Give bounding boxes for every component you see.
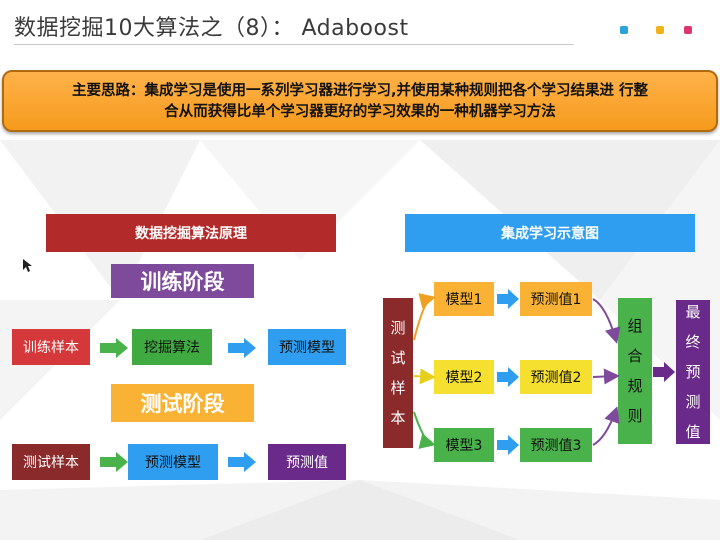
prediction-model-test-box: 预测模型 — [128, 444, 218, 480]
banner-line-1: 主要思路：集成学习是使用一系列学习器进行学习,并使用某种规则把各个学习结果进 行… — [71, 83, 649, 99]
final-prediction-box: 最终预测值 — [676, 300, 710, 444]
training-stage-label: 训练阶段 — [111, 264, 254, 298]
arrow-right-icon — [497, 367, 519, 387]
accent-dot-pink — [684, 26, 692, 34]
prediction-1-box: 预测值1 — [520, 282, 592, 316]
model-3-box: 模型3 — [434, 428, 494, 462]
test-sample-box: 测试样本 — [12, 444, 90, 480]
arrow-right-icon — [497, 289, 519, 309]
main-idea-banner: 主要思路：集成学习是使用一系列学习器进行学习,并使用某种规则把各个学习结果进 行… — [2, 70, 718, 132]
arrow-right-icon — [228, 338, 256, 358]
arrow-right-icon — [100, 452, 128, 472]
prediction-2-box: 预测值2 — [520, 360, 592, 394]
testing-stage-label: 测试阶段 — [111, 384, 254, 422]
arrow-right-icon — [100, 338, 128, 358]
slide-title: 数据挖掘10大算法之（8）： Adaboost — [14, 16, 409, 41]
title-divider — [14, 44, 574, 45]
mouse-cursor-icon — [23, 259, 32, 272]
mining-algorithm-box: 挖掘算法 — [132, 329, 212, 365]
accent-dot-yellow — [656, 26, 664, 34]
ensemble-test-sample-box: 测试样本 — [383, 298, 413, 448]
accent-dot-blue — [620, 26, 628, 34]
ensemble-diagram-header: 集成学习示意图 — [405, 214, 695, 252]
combination-rule-box: 组合规则 — [618, 298, 652, 444]
algorithm-principle-header: 数据挖掘算法原理 — [46, 214, 336, 252]
arrow-right-icon — [228, 452, 256, 472]
banner-line-2: 合从而获得比单个学习器更好的学习效果的一种机器学习方法 — [164, 104, 556, 120]
arrow-right-icon — [497, 435, 519, 455]
model-2-box: 模型2 — [434, 360, 494, 394]
training-sample-box: 训练样本 — [12, 329, 90, 365]
prediction-3-box: 预测值3 — [520, 428, 592, 462]
model-1-box: 模型1 — [434, 282, 494, 316]
prediction-value-box: 预测值 — [268, 444, 346, 480]
prediction-model-box: 预测模型 — [268, 329, 346, 365]
arrow-right-icon — [653, 362, 675, 382]
